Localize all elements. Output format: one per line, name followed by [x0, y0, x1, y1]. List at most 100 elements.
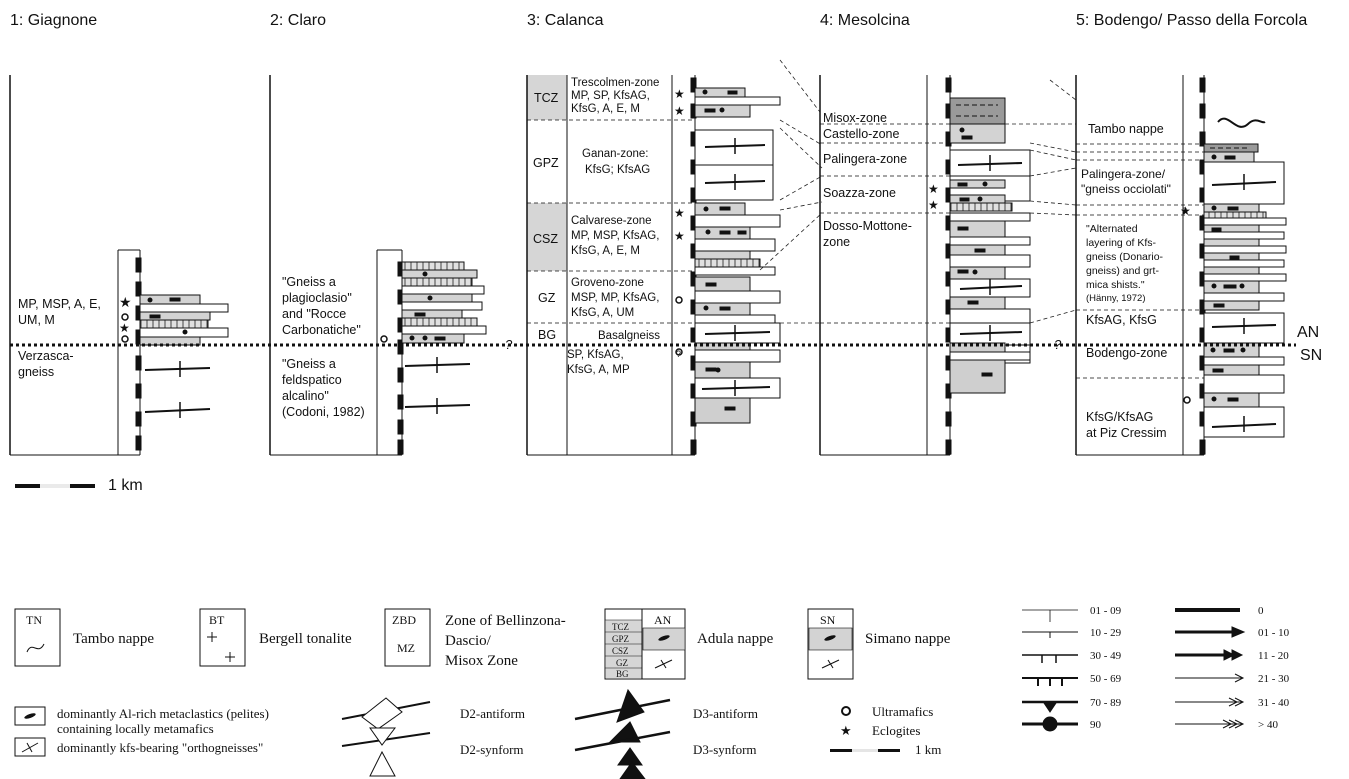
bodengo-quote-line-6: (Hänny, 1972): [1086, 293, 1146, 304]
column-calanca: ★ ★ ★ ★: [526, 75, 781, 456]
dip-class-2: 10 - 29: [1090, 627, 1122, 639]
legend-d3-antiform: D3-antiform: [693, 706, 758, 721]
bodengo-quote-line-3: gneiss (Donario-: [1086, 251, 1164, 263]
mesolcina-zone-palingera: Palingera-zone: [823, 152, 907, 166]
scale-label: 1 km: [108, 477, 143, 494]
dip-class-3: 30 - 49: [1090, 650, 1122, 662]
giagnone-upper-line-1: MP, MSP, A, E,: [18, 297, 101, 311]
bodengo-zone-palingera-line-1: Palingera-zone/: [1081, 167, 1166, 181]
legend-pelite-line-2: containing locally metamafics: [57, 721, 214, 736]
dip-class-4: 50 - 69: [1090, 673, 1122, 685]
legend-an-stack-bg: BG: [616, 669, 629, 679]
calanca-gz-line-1: Groveno-zone: [571, 277, 644, 289]
scale-bar: [15, 484, 95, 488]
calanca-gz-line-2: MSP, MP, KfsAG,: [571, 292, 659, 304]
claro-lower-line-2: feldspatico: [282, 373, 342, 387]
claro-lower-line-3: alcalino": [282, 389, 329, 403]
legend-an-box: AN: [654, 613, 672, 627]
svg-text:★: ★: [928, 182, 939, 196]
dip-class-5: 70 - 89: [1090, 697, 1122, 709]
plunge-class-4: 21 - 30: [1258, 673, 1290, 685]
column-giagnone: ★ ★: [9, 75, 229, 456]
legend-d2-synform: D2-synform: [460, 742, 524, 757]
calanca-tcz-line-1: Trescolmen-zone: [571, 77, 659, 89]
calanca-gpz-line-2: KfsG; KfsAG: [585, 164, 650, 176]
bodengo-quote-line-1: "Alternated: [1086, 223, 1138, 235]
svg-text:★: ★: [928, 198, 939, 212]
svg-text:★: ★: [119, 296, 132, 311]
mesolcina-zone-castello: Castello-zone: [823, 127, 899, 141]
calanca-gpz-line-1: Ganan-zone:: [582, 148, 649, 160]
legend-bt-label: Bergell tonalite: [259, 631, 352, 647]
legend-sn-label: Simano nappe: [865, 631, 951, 647]
legend-tn-label: Tambo nappe: [73, 631, 154, 647]
column-bodengo: ★: [1075, 75, 1287, 456]
calanca-tcz-line-3: KfsG, A, E, M: [571, 103, 640, 115]
plunge-class-2: 01 - 10: [1258, 627, 1290, 639]
legend-zbd-line-2: Dascio/: [445, 633, 492, 649]
column-title-calanca: 3: Calanca: [527, 12, 604, 29]
boundary-question-4: ?: [1182, 206, 1187, 216]
legend-zbd-box: ZBD: [392, 613, 416, 627]
eclogites-icon: ★: [840, 723, 852, 738]
legend-d2-antiform: D2-antiform: [460, 706, 525, 721]
svg-text:★: ★: [674, 87, 685, 101]
calanca-lower-line-2: KfsG, A, MP: [567, 364, 630, 376]
legend-pelite-line-1: dominantly Al-rich metaclastics (pelites…: [57, 706, 269, 721]
calanca-lower-line-1: SP, KfsAG,: [567, 349, 624, 361]
legend-mz-box: MZ: [397, 641, 415, 655]
column-title-mesolcina: 4: Mesolcina: [820, 12, 910, 29]
claro-upper-line-1: "Gneiss a: [282, 275, 336, 289]
column-title-giagnone: 1: Giagnone: [10, 12, 97, 29]
bodengo-lower-kfsag: KfsAG, KfsG: [1086, 313, 1157, 327]
legend-bt-box: BT: [209, 613, 225, 627]
bodengo-lower-kfsg-line-2: at Piz Cressim: [1086, 426, 1167, 440]
zone-abbr-gz: GZ: [538, 291, 556, 305]
claro-lower-line-1: "Gneiss a: [282, 357, 336, 371]
legend-d3-synform: D3-synform: [693, 742, 757, 757]
column-title-bodengo: 5: Bodengo/ Passo della Forcola: [1076, 12, 1307, 29]
svg-text:★: ★: [674, 104, 685, 118]
correlation-lines-calanca-mesolcina: [759, 59, 823, 324]
calanca-tcz-line-2: MP, SP, KfsAG,: [571, 90, 650, 102]
calanca-csz-line-1: Calvarese-zone: [571, 215, 652, 227]
plunge-class-5: 31 - 40: [1258, 697, 1290, 709]
giagnone-upper-line-2: UM, M: [18, 313, 55, 327]
dip-class-1: 01 - 09: [1090, 605, 1122, 617]
mesolcina-zone-misox: Misox-zone: [823, 111, 887, 125]
zone-abbr-gpz: GPZ: [533, 156, 559, 170]
boundary-question-1: ?: [505, 337, 513, 352]
legend-an-label: Adula nappe: [697, 631, 774, 647]
legend-an-stack-gpz: GPZ: [612, 634, 629, 644]
calanca-gz-line-3: KfsG, A, UM: [571, 307, 634, 319]
legend-eclogites: Eclogites: [872, 723, 920, 738]
svg-text:★: ★: [674, 229, 685, 243]
boundary-question-2: ?: [1054, 337, 1062, 352]
boundary-question-3: ?: [676, 349, 681, 359]
zone-abbr-bg: BG: [538, 328, 556, 342]
bodengo-quote-line-5: mica shists.": [1086, 279, 1145, 291]
plunge-class-6: > 40: [1258, 719, 1278, 731]
boundary-label-sn: SN: [1300, 347, 1322, 364]
bodengo-lower-kfsg-line-1: KfsG/KfsAG: [1086, 410, 1153, 424]
column-title-claro: 2: Claro: [270, 12, 326, 29]
calanca-csz-line-3: KfsG, A, E, M: [571, 245, 640, 257]
mesolcina-zone-dosso-line-2: zone: [823, 235, 850, 249]
giagnone-lower-line-2: gneiss: [18, 365, 54, 379]
legend-an-stack-gz: GZ: [616, 658, 628, 668]
svg-text:★: ★: [674, 206, 685, 220]
legend-zbd-line-3: Misox Zone: [445, 653, 518, 669]
bodengo-zone-tambo: Tambo nappe: [1088, 122, 1164, 136]
giagnone-lower-line-1: Verzasca-: [18, 349, 74, 363]
legend-tn-box: TN: [26, 613, 42, 627]
bodengo-zone-palingera-line-2: "gneiss occiolati": [1081, 182, 1171, 196]
boundary-label-an: AN: [1297, 324, 1319, 341]
claro-upper-line-4: Carbonatiche": [282, 323, 361, 337]
column-mesolcina: ★ ★: [819, 75, 1031, 456]
bodengo-quote-line-4: gneiss) and grt-: [1086, 265, 1159, 277]
bodengo-quote-line-2: layering of Kfs-: [1086, 237, 1157, 249]
zone-abbr-csz: CSZ: [533, 232, 558, 246]
claro-upper-line-3: and "Rocce: [282, 307, 346, 321]
bodengo-zone-bodengo: Bodengo-zone: [1086, 346, 1167, 360]
svg-text:★: ★: [1180, 204, 1191, 218]
